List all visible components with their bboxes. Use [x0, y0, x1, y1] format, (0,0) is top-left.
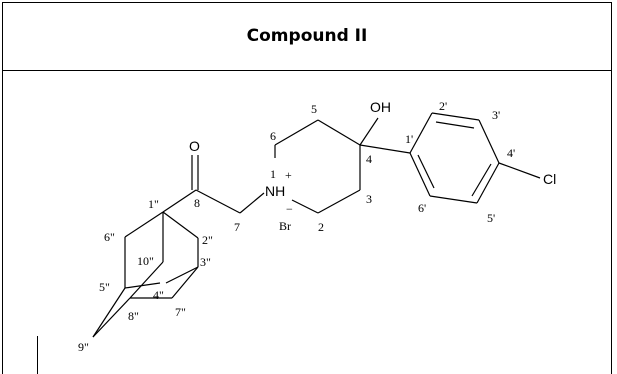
bond-3d-7d: [171, 266, 199, 299]
locant-1dprime: 1": [148, 197, 159, 211]
ammonium-nitrogen-label: NH: [265, 183, 285, 199]
bond-c8-c1dprime: [162, 189, 197, 213]
frame-right-border: [611, 2, 612, 374]
locant-1prime: 1': [405, 132, 413, 146]
bond-4p-5p-inner: [471, 163, 492, 197]
bond-2p-3p: [431, 112, 480, 121]
locant-c4: 4: [366, 152, 372, 166]
figure-title: Compound II: [246, 26, 368, 46]
locant-c8: 8: [194, 196, 200, 210]
locant-5dprime: 5": [99, 280, 110, 294]
locant-c3: 3: [366, 192, 372, 206]
bond-4p-5p: [476, 162, 500, 204]
bond-1d-6d: [124, 211, 164, 238]
locant-3prime: 3': [492, 108, 500, 122]
bond-4p-cl: [498, 162, 541, 179]
bond-1p-2p: [409, 112, 433, 154]
bond-5d-9d: [92, 287, 126, 338]
title-divider: [2, 70, 612, 71]
locant-6prime: 6': [418, 201, 426, 215]
locant-4dprime: 4": [153, 288, 164, 302]
chlorine-label: Cl: [543, 171, 556, 187]
bromide-label: Br: [279, 219, 291, 233]
locant-6dprime: 6": [104, 230, 115, 244]
bond-2p-3p-inner: [435, 121, 475, 129]
frame-left-border: [2, 2, 3, 374]
positive-charge: +: [285, 168, 292, 182]
locant-8dprime: 8": [128, 309, 139, 323]
bond-6p-1p: [409, 152, 431, 197]
locant-10dprime: 10": [137, 254, 154, 268]
bond-c4-c1prime: [359, 144, 411, 154]
atom-labels: OH O NH + − Br Cl: [189, 99, 556, 233]
locant-c5: 5: [311, 102, 317, 116]
locant-2dprime: 2": [202, 233, 213, 247]
bond-1d-2d: [162, 211, 199, 239]
bond-10d-8d: [129, 261, 164, 299]
negative-charge: −: [286, 202, 293, 216]
bond-c2-n1: [291, 199, 319, 214]
locant-5prime: 5': [487, 211, 495, 225]
bonds: [92, 112, 541, 338]
bond-4d-3d: [165, 266, 199, 284]
bond-c6-c5: [274, 119, 319, 146]
locant-3dprime: 3": [200, 255, 211, 269]
locant-n1: 1: [270, 167, 276, 181]
locant-labels: 1 2 3 4 5 6 7 8 1' 2' 3' 4' 5' 6' 1" 2" …: [78, 99, 515, 354]
locant-9dprime: 9": [78, 340, 89, 354]
locant-c6: 6: [270, 129, 276, 143]
carbonyl-oxygen-label: O: [189, 138, 200, 154]
locant-7dprime: 7": [175, 305, 186, 319]
hydroxyl-label: OH: [370, 99, 391, 115]
bond-6p-1p-inner: [417, 154, 435, 189]
bond-c5-c4: [317, 119, 361, 146]
bond-5p-6p: [429, 195, 478, 204]
locant-4prime: 4': [507, 146, 515, 160]
locant-2prime: 2': [439, 99, 447, 113]
bond-3p-4p: [478, 119, 500, 164]
bond-c3-c2: [317, 189, 361, 214]
locant-c7: 7: [234, 220, 240, 234]
bond-9d-8d: [92, 297, 131, 338]
bond-n1-c7: [239, 192, 265, 214]
frame-top-border: [2, 2, 612, 3]
bond-c7-c8: [195, 189, 241, 214]
bond-c4-oh: [359, 117, 379, 146]
locant-c2: 2: [318, 220, 324, 234]
inner-cell-border: [37, 336, 38, 374]
bond-5d-4d: [124, 282, 161, 289]
